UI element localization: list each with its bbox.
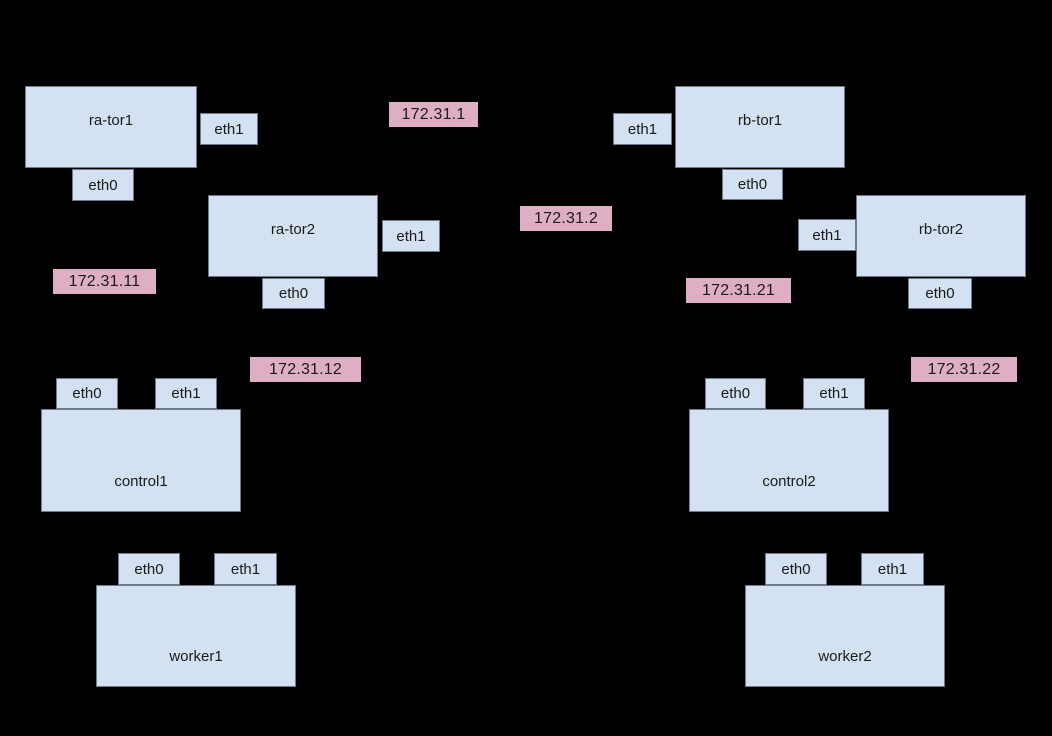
- iface-control1-eth1-label: eth1: [171, 385, 201, 402]
- iface-ra-tor1-eth0-label: eth0: [88, 176, 118, 194]
- iface-rb-tor2-eth0-label: eth0: [925, 285, 955, 302]
- ip-label-172-31-21-text: 172.31.21: [702, 281, 775, 299]
- node-rb-tor2-label: rb-tor2: [918, 221, 964, 238]
- iface-ra-tor1-eth0[interactable]: eth0: [72, 169, 134, 201]
- iface-ra-tor1-eth1[interactable]: eth1: [200, 113, 258, 145]
- iface-rb-tor2-eth0[interactable]: eth0: [908, 278, 972, 309]
- ip-label-172-31-22-text: 172.31.22: [927, 360, 1001, 378]
- iface-ra-tor2-eth1[interactable]: eth1: [382, 220, 440, 252]
- node-worker1-label: worker1: [169, 648, 223, 665]
- ip-label-172-31-12: 172.31.12: [250, 357, 361, 382]
- iface-rb-tor1-eth1[interactable]: eth1: [613, 113, 672, 145]
- node-ra-tor1-label: ra-tor1: [88, 112, 134, 129]
- ip-label-172-31-21: 172.31.21: [686, 278, 791, 303]
- iface-worker2-eth0-label: eth0: [781, 560, 811, 578]
- iface-rb-tor2-eth1-label: eth1: [812, 226, 842, 244]
- iface-ra-tor2-eth0[interactable]: eth0: [262, 278, 325, 309]
- node-rb-tor1-label: rb-tor1: [737, 112, 783, 129]
- iface-worker1-eth1-label: eth1: [230, 560, 261, 578]
- iface-control1-eth1[interactable]: eth1: [155, 378, 217, 409]
- ip-label-172-31-1: 172.31.1: [389, 102, 478, 127]
- node-ra-tor1[interactable]: ra-tor1: [25, 86, 197, 168]
- iface-ra-tor2-eth0-label: eth0: [278, 285, 309, 302]
- iface-worker1-eth0-label: eth0: [134, 560, 164, 578]
- node-rb-tor1[interactable]: rb-tor1: [675, 86, 845, 168]
- ip-label-172-31-22: 172.31.22: [911, 357, 1017, 382]
- ip-label-172-31-12-text: 172.31.12: [269, 360, 342, 378]
- iface-rb-tor2-eth1[interactable]: eth1: [798, 219, 856, 251]
- node-control2[interactable]: control2: [689, 409, 889, 512]
- node-ra-tor2-label: ra-tor2: [270, 221, 316, 238]
- ip-label-172-31-2-text: 172.31.2: [534, 209, 598, 227]
- node-rb-tor2[interactable]: rb-tor2: [856, 195, 1026, 277]
- ip-label-172-31-11-text: 172.31.11: [68, 272, 141, 290]
- iface-control1-eth0-label: eth0: [72, 385, 102, 402]
- iface-control1-eth0[interactable]: eth0: [56, 378, 118, 409]
- iface-rb-tor1-eth0[interactable]: eth0: [722, 169, 783, 200]
- node-worker1[interactable]: worker1: [96, 585, 296, 687]
- iface-ra-tor2-eth1-label: eth1: [396, 227, 426, 245]
- iface-control2-eth1[interactable]: eth1: [803, 378, 865, 409]
- ip-label-172-31-11: 172.31.11: [53, 269, 156, 294]
- iface-rb-tor1-eth1-label: eth1: [627, 120, 658, 138]
- node-worker2[interactable]: worker2: [745, 585, 945, 687]
- ip-label-172-31-2: 172.31.2: [520, 206, 612, 231]
- iface-control2-eth0-label: eth0: [720, 385, 751, 402]
- iface-control2-eth1-label: eth1: [819, 385, 849, 402]
- node-control1-label: control1: [114, 473, 168, 490]
- iface-worker2-eth0[interactable]: eth0: [765, 553, 827, 585]
- iface-worker2-eth1-label: eth1: [877, 560, 908, 578]
- iface-ra-tor1-eth1-label: eth1: [214, 120, 244, 138]
- node-ra-tor2[interactable]: ra-tor2: [208, 195, 378, 277]
- iface-worker2-eth1[interactable]: eth1: [861, 553, 924, 585]
- iface-control2-eth0[interactable]: eth0: [705, 378, 766, 409]
- node-control2-label: control2: [762, 473, 816, 490]
- iface-rb-tor1-eth0-label: eth0: [737, 176, 768, 193]
- iface-worker1-eth1[interactable]: eth1: [214, 553, 277, 585]
- iface-worker1-eth0[interactable]: eth0: [118, 553, 180, 585]
- ip-label-172-31-1-text: 172.31.1: [401, 105, 466, 123]
- node-worker2-label: worker2: [818, 648, 872, 665]
- node-control1[interactable]: control1: [41, 409, 241, 512]
